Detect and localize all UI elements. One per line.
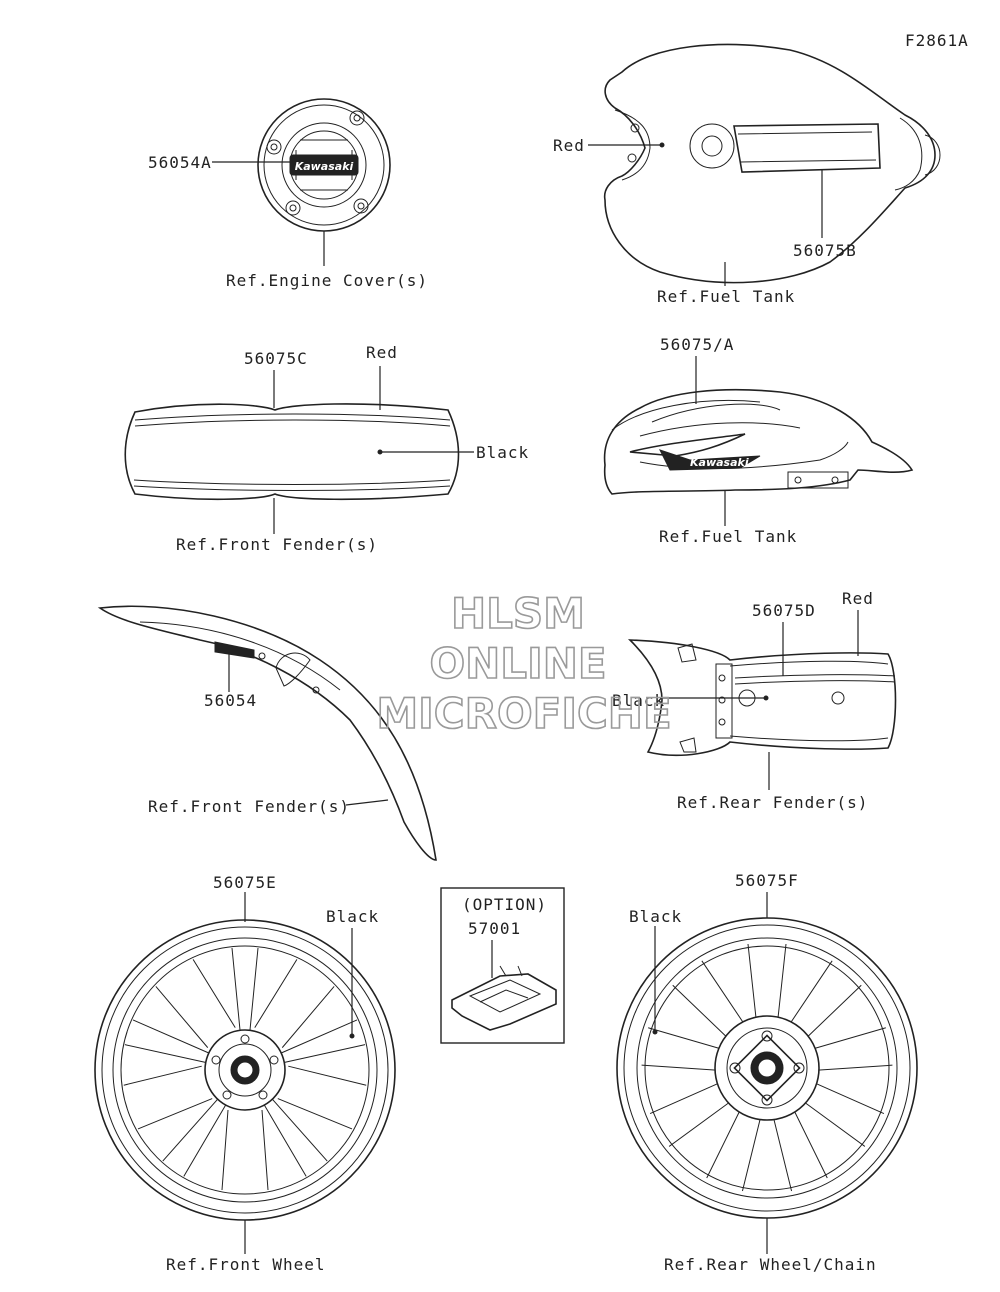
engine-cover-group: Kawasaki 56054A Ref.Engine Cover(s) xyxy=(148,98,428,290)
label-56075D: 56075D xyxy=(752,601,816,620)
ref-fuel-tank-top: Ref.Fuel Tank xyxy=(657,287,795,306)
label-56054: 56054 xyxy=(204,691,257,710)
option-part-57001 xyxy=(451,973,557,1031)
watermark-line-1: HLSM xyxy=(451,589,585,638)
watermark-line-3: MICROFICHE xyxy=(376,689,671,738)
watermark: HLSM ONLINE MICROFICHE xyxy=(376,588,673,739)
label-56054A: 56054A xyxy=(148,153,212,172)
figure-code: F2861A xyxy=(905,31,969,50)
rear-fender-group: 56075D Red Black Ref.Rear Fender(s) xyxy=(612,589,897,812)
ref-front-fender-side: Ref.Front Fender(s) xyxy=(148,797,350,816)
label-front-wheel-black: Black xyxy=(326,907,379,926)
watermark-line-2: ONLINE xyxy=(429,639,606,688)
front-fender-side-outline xyxy=(97,605,437,861)
ref-engine-cover: Ref.Engine Cover(s) xyxy=(226,271,428,290)
front-fender-side-group: 56054 Ref.Front Fender(s) xyxy=(97,605,437,861)
rear-wheel-group: 56075F Black Ref.Rear Wheel/Chain xyxy=(616,871,918,1274)
front-fender-top-group: 56075C Red Black Ref.Front Fender(s) xyxy=(124,343,529,554)
label-56075F: 56075F xyxy=(735,871,799,890)
label-front-fender-red: Red xyxy=(366,343,398,362)
label-front-fender-black: Black xyxy=(476,443,529,462)
label-57001: 57001 xyxy=(468,919,521,938)
tank-side-stripe xyxy=(629,433,746,457)
ref-front-fender-top: Ref.Front Fender(s) xyxy=(176,535,378,554)
ref-rear-fender: Ref.Rear Fender(s) xyxy=(677,793,868,812)
ref-fuel-tank-side: Ref.Fuel Tank xyxy=(659,527,797,546)
front-wheel-group: 56075E Black Ref.Front Wheel xyxy=(94,873,396,1274)
ref-front-wheel: Ref.Front Wheel xyxy=(166,1255,326,1274)
option-box-group: (OPTION) 57001 xyxy=(440,887,565,1044)
fuel-tank-side-group: Kawasaki 56075/A Ref.Fuel Tank xyxy=(603,335,914,546)
label-rear-wheel-black: Black xyxy=(629,907,682,926)
kawasaki-badge xyxy=(289,154,359,176)
tank-side-logo: Kawasaki xyxy=(690,456,749,469)
label-56075C: 56075C xyxy=(244,349,308,368)
front-fender-top-outline xyxy=(124,403,460,501)
tank-stripe-56075B xyxy=(733,123,881,173)
option-title: (OPTION) xyxy=(462,895,547,914)
label-56075B: 56075B xyxy=(793,241,857,260)
fuel-tank-top-group: Red 56075B Ref.Fuel Tank xyxy=(553,43,941,306)
fender-emblem-56054 xyxy=(214,641,255,659)
fuel-tank-side-outline xyxy=(603,388,914,495)
engine-cover-logo: Kawasaki xyxy=(295,160,354,173)
ref-rear-wheel: Ref.Rear Wheel/Chain xyxy=(664,1255,877,1274)
label-rear-fender-red: Red xyxy=(842,589,874,608)
label-tank-top-red: Red xyxy=(553,136,585,155)
label-56075E: 56075E xyxy=(213,873,277,892)
label-rear-fender-black: Black xyxy=(612,691,665,710)
label-56075A: 56075/A xyxy=(660,335,734,354)
